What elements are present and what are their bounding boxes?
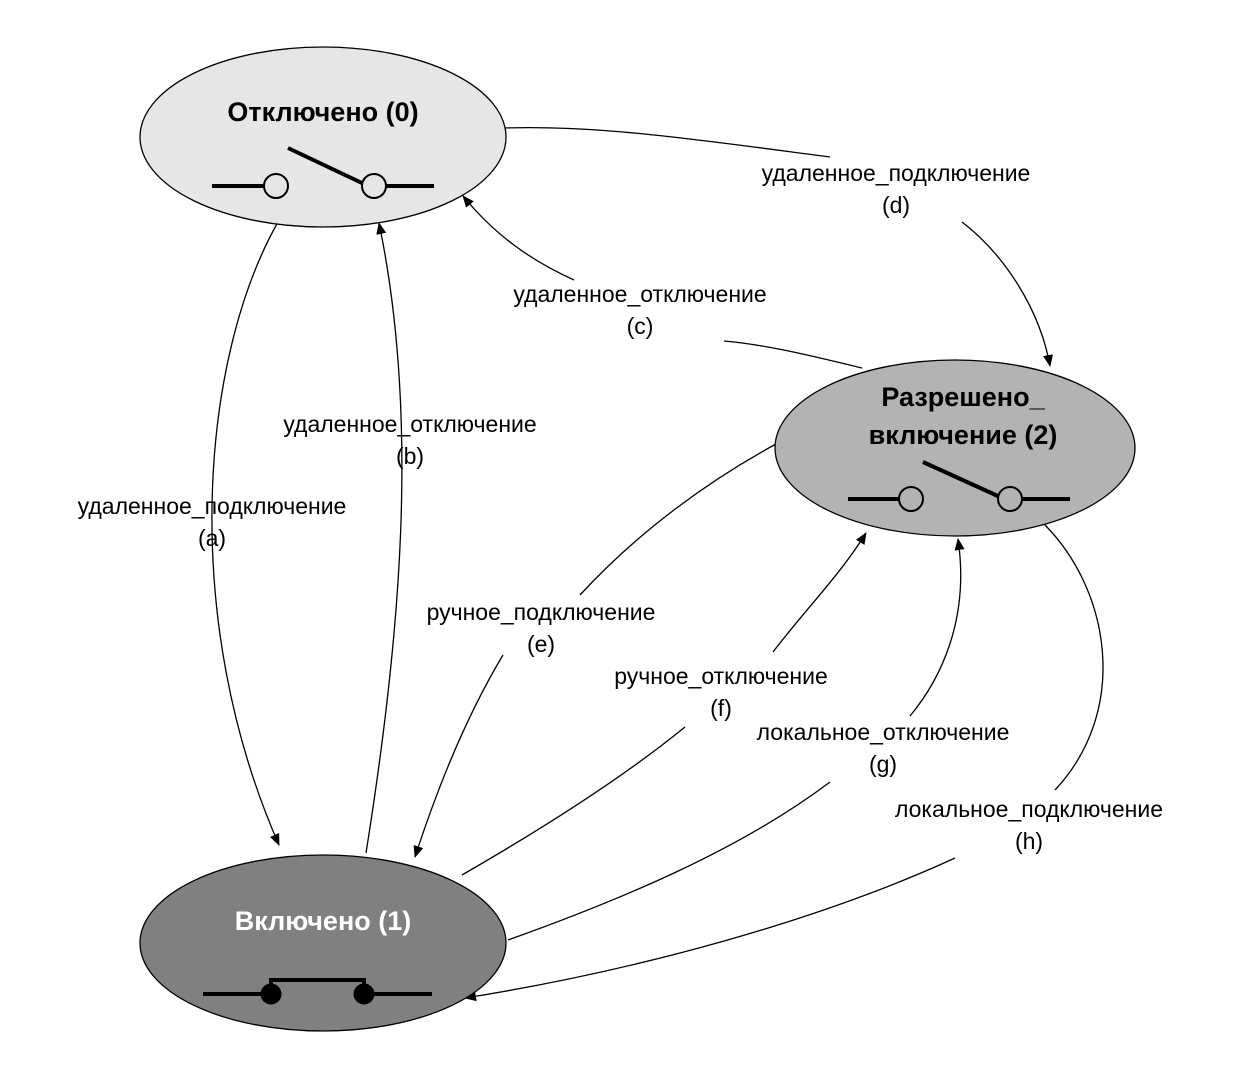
open-switch-icon	[848, 460, 1070, 512]
edge-g-code: (g)	[869, 751, 897, 777]
edge-f	[461, 726, 686, 876]
edge-g-arrow	[909, 538, 965, 717]
state-on: Включено (1)	[139, 854, 507, 1032]
state-enabled-title-line2: включение (2)	[869, 420, 1058, 450]
edge-g	[507, 781, 831, 941]
edge-f-arrow	[772, 532, 867, 653]
edge-e-code: (e)	[527, 631, 555, 657]
edge-a-code: (a)	[198, 525, 226, 551]
edge-c-label: удаленное_отключение	[513, 281, 766, 307]
edge-d-arrow	[961, 221, 1053, 367]
state-enabled-title-line1: Разрешено_	[881, 382, 1045, 412]
edge-e-label: ручное_подключение	[427, 599, 656, 625]
edge-b-label: удаленное_отключение	[283, 411, 536, 437]
edge-h-label: локальное_подключение	[895, 796, 1163, 822]
state-off: Отключено (0)	[139, 46, 507, 228]
open-switch-icon	[212, 146, 434, 199]
state-enabled: Разрешено_ включение (2)	[774, 359, 1136, 537]
state-off-title: Отключено (0)	[227, 97, 418, 127]
edge-labels: удаленное_подключение (a) удаленное_откл…	[78, 160, 1163, 854]
edge-c-code: (c)	[627, 313, 654, 339]
edge-h-code: (h)	[1015, 828, 1043, 854]
edge-b-code: (b)	[396, 443, 424, 469]
edge-d-label: удаленное_подключение	[762, 160, 1031, 186]
edge-h	[1043, 523, 1104, 791]
edge-g-label: локальное_отключение	[757, 719, 1010, 745]
edge-a-label: удаленное_подключение	[78, 493, 347, 519]
edge-d	[504, 126, 831, 158]
edge-f-code: (f)	[710, 695, 732, 721]
edge-c	[723, 340, 863, 369]
edge-a	[211, 221, 280, 846]
edge-b	[365, 222, 403, 854]
edge-c-arrow	[462, 195, 575, 281]
edge-d-code: (d)	[882, 192, 910, 218]
edge-h-arrow	[464, 857, 956, 1002]
state-on-title: Включено (1)	[235, 906, 412, 936]
edge-e-arrow	[413, 654, 504, 858]
edge-f-label: ручное_отключение	[614, 663, 828, 689]
closed-switch-icon	[203, 978, 432, 1005]
edge-e	[579, 443, 777, 596]
